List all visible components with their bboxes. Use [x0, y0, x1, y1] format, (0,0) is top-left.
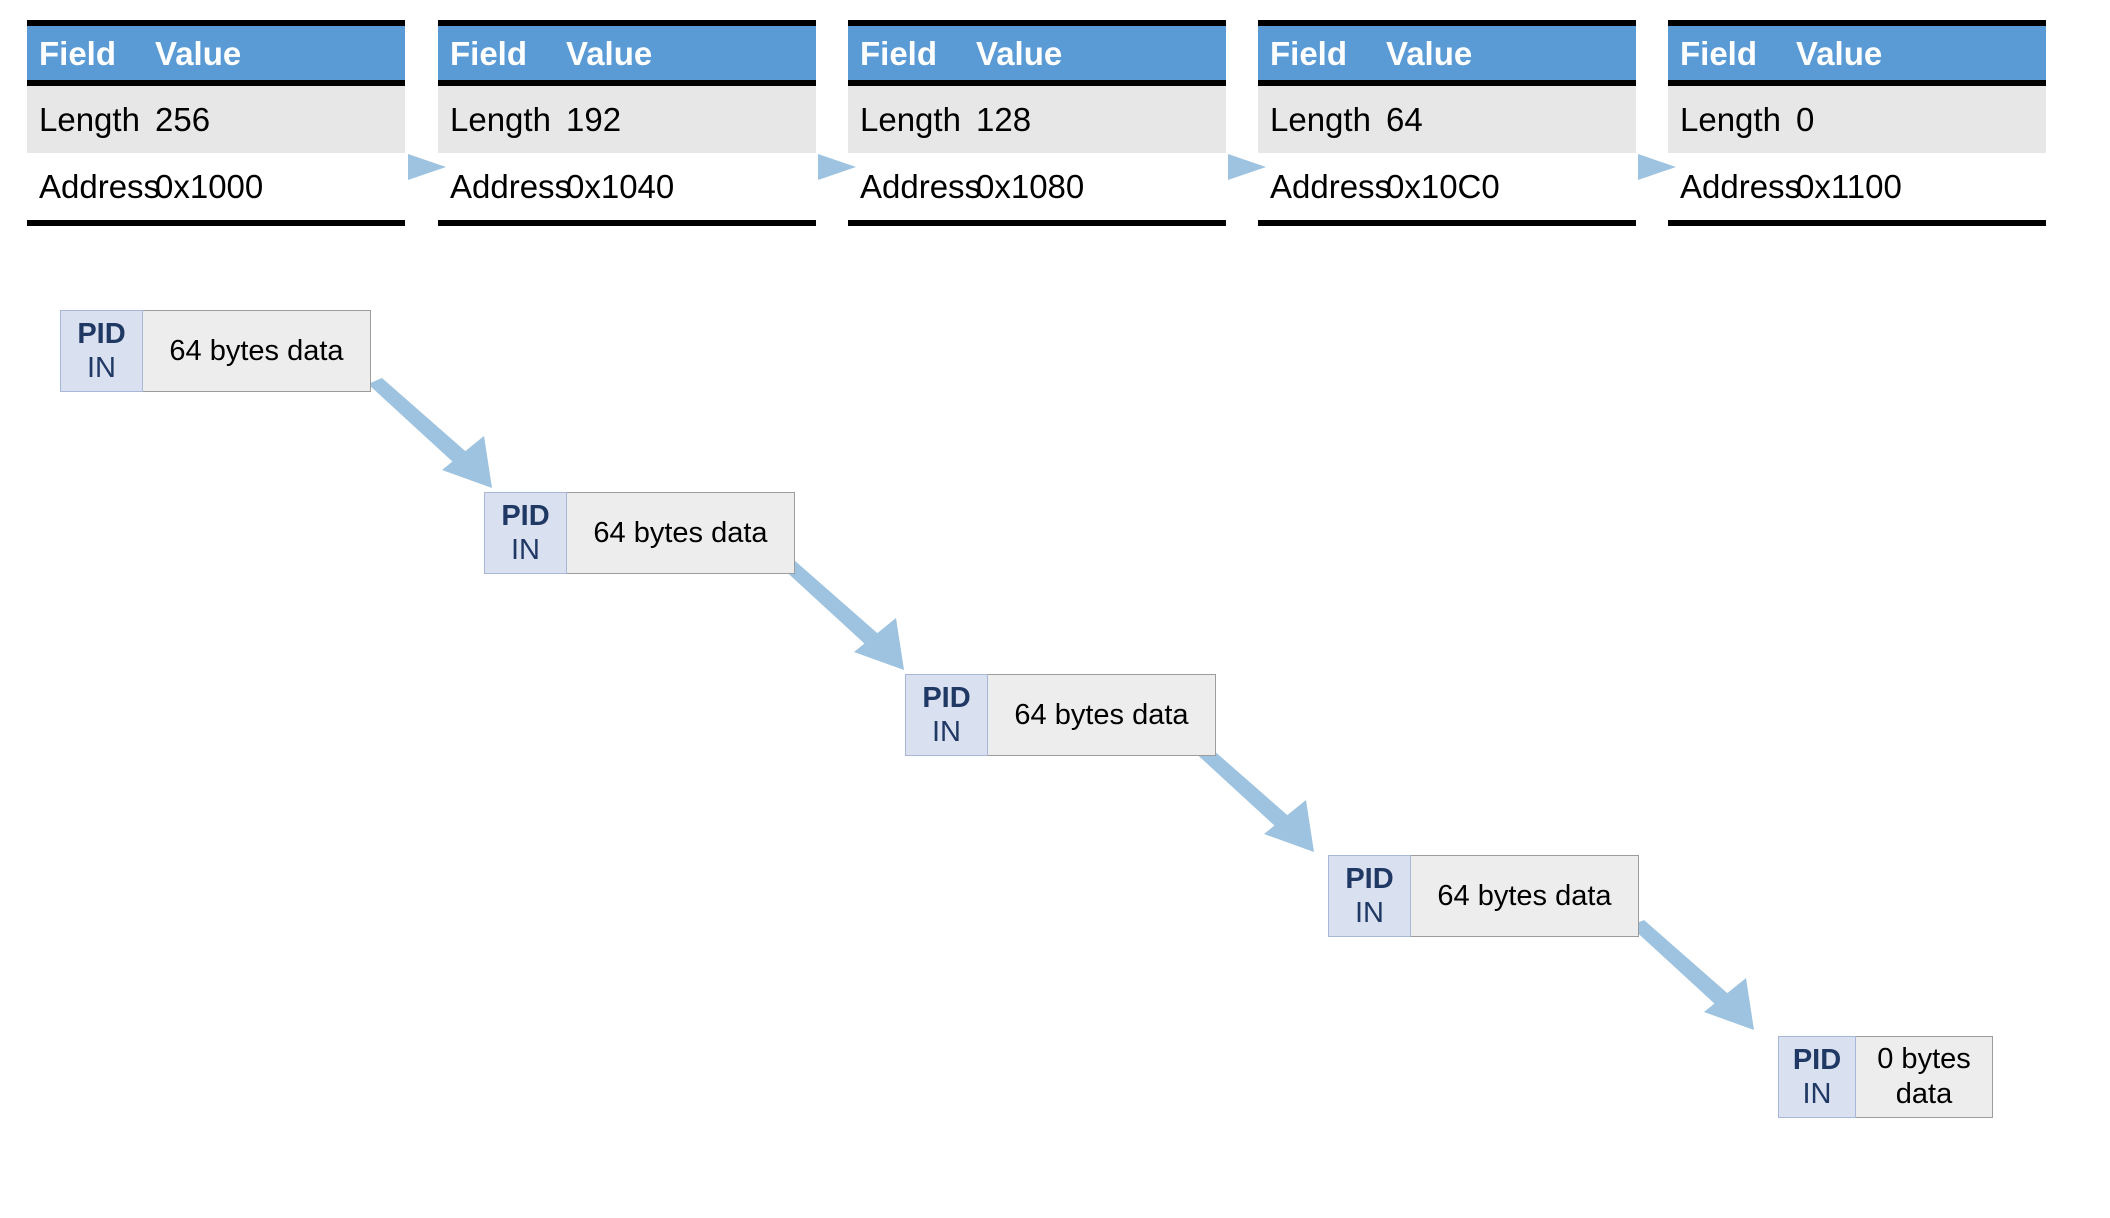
row-label-address: Address: [39, 168, 161, 205]
diagonal-arrow-down-right-icon: [1190, 742, 1314, 852]
pid-title: PID: [501, 500, 550, 532]
table-connector-arrow-2: [814, 144, 860, 190]
column-header-field: Field: [1680, 34, 1758, 72]
pid-field: PID IN: [60, 310, 143, 393]
pid-title: PID: [1792, 1044, 1842, 1076]
table-connector-arrow-4: [1634, 144, 1680, 190]
pid-field: PID IN: [484, 492, 567, 575]
diagonal-arrow-down-right-icon: [368, 378, 492, 488]
table-header-row: Field Value: [438, 26, 816, 86]
packet-connector-arrow-4: [1630, 920, 1780, 1040]
table-row-length: Length 0: [1668, 86, 2046, 153]
row-value-address: 0x1040: [566, 168, 675, 205]
table-header-row: Field Value: [848, 26, 1226, 86]
row-value-address: 0x1080: [976, 168, 1085, 205]
row-value-length: 64: [1386, 101, 1423, 138]
pid-title: PID: [1345, 863, 1394, 895]
right-arrow-icon: [408, 154, 446, 180]
packet-3: PID IN 64 bytes data: [905, 674, 1216, 757]
table-header-row: Field Value: [1258, 26, 1636, 86]
column-header-field: Field: [860, 34, 938, 72]
row-label-length: Length: [1680, 101, 1781, 138]
row-label-address: Address: [450, 168, 572, 205]
right-arrow-icon: [1228, 154, 1266, 180]
packet-5: PID IN 0 bytes data: [1778, 1036, 1993, 1119]
column-header-field: Field: [1270, 34, 1348, 72]
row-value-length: 0: [1796, 101, 1815, 138]
row-label-length: Length: [860, 101, 961, 138]
column-header-value: Value: [1796, 34, 1883, 72]
table-row-address: Address 0x1000: [27, 153, 405, 220]
right-arrow-icon: [1638, 154, 1676, 180]
table-row-address: Address 0x1100: [1668, 153, 2046, 220]
packet-2: PID IN 64 bytes data: [484, 492, 795, 575]
column-header-value: Value: [155, 34, 242, 72]
row-label-address: Address: [860, 168, 982, 205]
row-label-length: Length: [39, 101, 140, 138]
column-header-value: Value: [976, 34, 1063, 72]
data-payload: 0 bytes data: [1856, 1036, 1993, 1119]
pid-field: PID IN: [1778, 1036, 1856, 1119]
row-value-length: 192: [566, 101, 622, 138]
pid-title: PID: [77, 318, 126, 350]
pid-token: IN: [511, 534, 540, 567]
column-header-field: Field: [450, 34, 528, 72]
row-label-length: Length: [450, 101, 551, 138]
row-value-address: 0x1100: [1796, 168, 1902, 205]
table-row-length: Length 64: [1258, 86, 1636, 153]
row-value-address: 0x1000: [155, 168, 264, 205]
table-header-row: Field Value: [1668, 26, 2046, 86]
descriptor-table-1: Field Value Length 256 Address 0x1000: [27, 20, 405, 226]
pid-field: PID IN: [905, 674, 988, 757]
packet-1: PID IN 64 bytes data: [60, 310, 371, 393]
column-header-value: Value: [566, 34, 653, 72]
descriptor-table-3: Field Value Length 128 Address 0x1080: [848, 20, 1226, 226]
table-row-address: Address 0x10C0: [1258, 153, 1636, 220]
table-row-address: Address 0x1040: [438, 153, 816, 220]
data-payload: 64 bytes data: [143, 310, 371, 393]
packet-connector-arrow-2: [780, 560, 930, 680]
packet-4: PID IN 64 bytes data: [1328, 855, 1639, 938]
table-row-length: Length 192: [438, 86, 816, 153]
packet-connector-arrow-1: [368, 378, 518, 498]
column-header-value: Value: [1386, 34, 1473, 72]
pid-token: IN: [1355, 897, 1384, 930]
descriptor-table-5: Field Value Length 0 Address 0x1100: [1668, 20, 2046, 226]
row-value-address: 0x10C0: [1386, 168, 1500, 205]
table-row-address: Address 0x1080: [848, 153, 1226, 220]
pid-token: IN: [1802, 1078, 1832, 1111]
table-connector-arrow-3: [1224, 144, 1270, 190]
table-row-length: Length 256: [27, 86, 405, 153]
pid-title: PID: [922, 682, 971, 714]
pid-field: PID IN: [1328, 855, 1411, 938]
descriptor-table-2: Field Value Length 192 Address 0x1040: [438, 20, 816, 226]
data-payload: 64 bytes data: [988, 674, 1216, 757]
table-row-length: Length 128: [848, 86, 1226, 153]
pid-token: IN: [932, 716, 961, 749]
row-value-length: 128: [976, 101, 1032, 138]
diagonal-arrow-down-right-icon: [780, 560, 904, 670]
row-value-length: 256: [155, 101, 211, 138]
right-arrow-icon: [818, 154, 856, 180]
column-header-field: Field: [39, 34, 117, 72]
packet-connector-arrow-3: [1190, 742, 1340, 862]
table-connector-arrow-1: [404, 144, 450, 190]
row-label-address: Address: [1270, 168, 1392, 205]
row-label-address: Address: [1680, 168, 1802, 205]
descriptor-table-4: Field Value Length 64 Address 0x10C0: [1258, 20, 1636, 226]
diagonal-arrow-down-right-icon: [1630, 920, 1754, 1030]
data-payload: 64 bytes data: [1411, 855, 1639, 938]
row-label-length: Length: [1270, 101, 1371, 138]
pid-token: IN: [87, 352, 116, 385]
table-header-row: Field Value: [27, 26, 405, 86]
data-payload: 64 bytes data: [567, 492, 795, 575]
